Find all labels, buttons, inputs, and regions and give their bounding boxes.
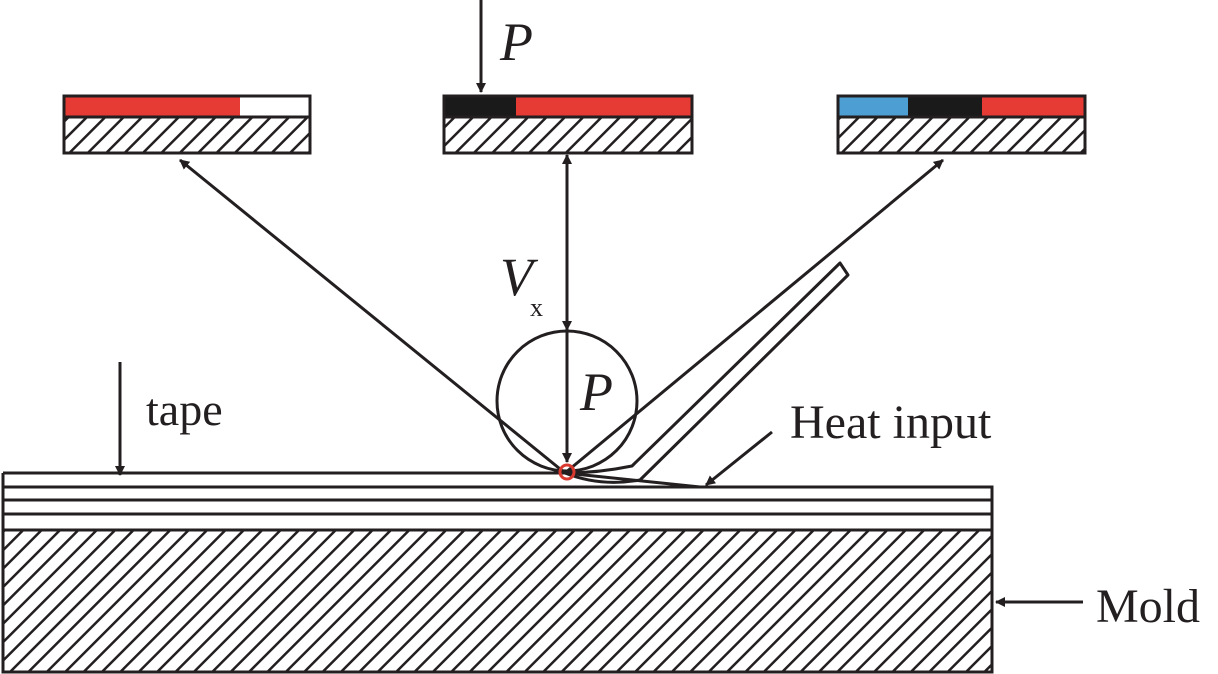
arrow-to-left-state [179,158,566,475]
tape-contact-line [564,471,701,489]
state-bar-center [442,94,694,155]
label-mold: Mold [1096,580,1200,633]
label-pressure-top: P [499,12,533,72]
mold-block [1,528,994,674]
incoming-tape [564,261,850,484]
label-tape: tape [146,384,223,435]
arrow-to-right-state [564,158,944,475]
label-pressure-roller: P [579,362,613,422]
nip-point-marker [558,463,576,481]
state-bar-right [836,94,1087,155]
laminate-layers [1,471,994,532]
state-bar-left [62,94,312,155]
label-velocity: V [500,247,539,307]
heat-input-arrow [705,430,773,487]
label-velocity-subscript: x [530,293,543,322]
label-heat-input: Heat input [790,396,992,449]
